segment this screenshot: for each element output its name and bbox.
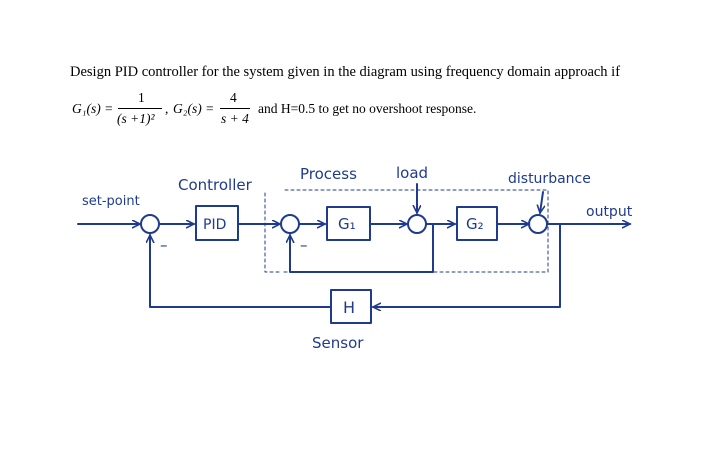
g1-denominator: (s +1)² (117, 111, 155, 126)
sensor-label: Sensor (312, 334, 364, 352)
process-dashed-box (281, 189, 549, 273)
setpoint-label: set-point (82, 194, 140, 209)
g1-fraction-bar (118, 108, 162, 109)
g2-numerator: 4 (230, 90, 237, 105)
g1-lhs: G₁(s) = (72, 101, 114, 116)
disturbance-junction (528, 214, 548, 234)
summing-junction-2 (280, 214, 300, 234)
load-junction (407, 214, 427, 234)
load-label: load (396, 164, 428, 182)
separator: , (165, 101, 169, 116)
g1-numerator: 1 (138, 90, 145, 105)
disturbance-label: disturbance (508, 171, 591, 187)
h-block-label: H (343, 298, 355, 317)
diagram-labels: set-point Controller Process load distur… (82, 164, 633, 352)
g2-fraction-bar (220, 108, 250, 109)
g1-block-label: G₁ (338, 215, 356, 233)
inner-feedback-line (290, 223, 434, 273)
transfer-functions: G₁(s) = 1 (s +1)² , G₂(s) = 4 s + 4 and … (68, 90, 588, 130)
condition-text: and H=0.5 to get no overshoot response. (258, 101, 477, 116)
h-to-setpoint-line (150, 235, 332, 308)
minus-sign-2: – (300, 236, 308, 254)
g2-denominator: s + 4 (221, 111, 249, 126)
g2-lhs: G₂(s) = (173, 101, 215, 116)
process-label: Process (300, 165, 357, 183)
disturbance-arrow (540, 191, 543, 213)
pid-block-label: PID (203, 217, 226, 233)
g2-block-label: G₂ (466, 215, 484, 233)
controller-label: Controller (178, 176, 253, 194)
outer-feedback-line (373, 223, 561, 307)
minus-sign-1: – (160, 236, 168, 254)
output-label: output (586, 204, 633, 220)
controller-dashed-box (264, 192, 283, 273)
problem-statement: Design PID controller for the system giv… (70, 64, 621, 80)
summing-junction-1 (140, 214, 160, 234)
